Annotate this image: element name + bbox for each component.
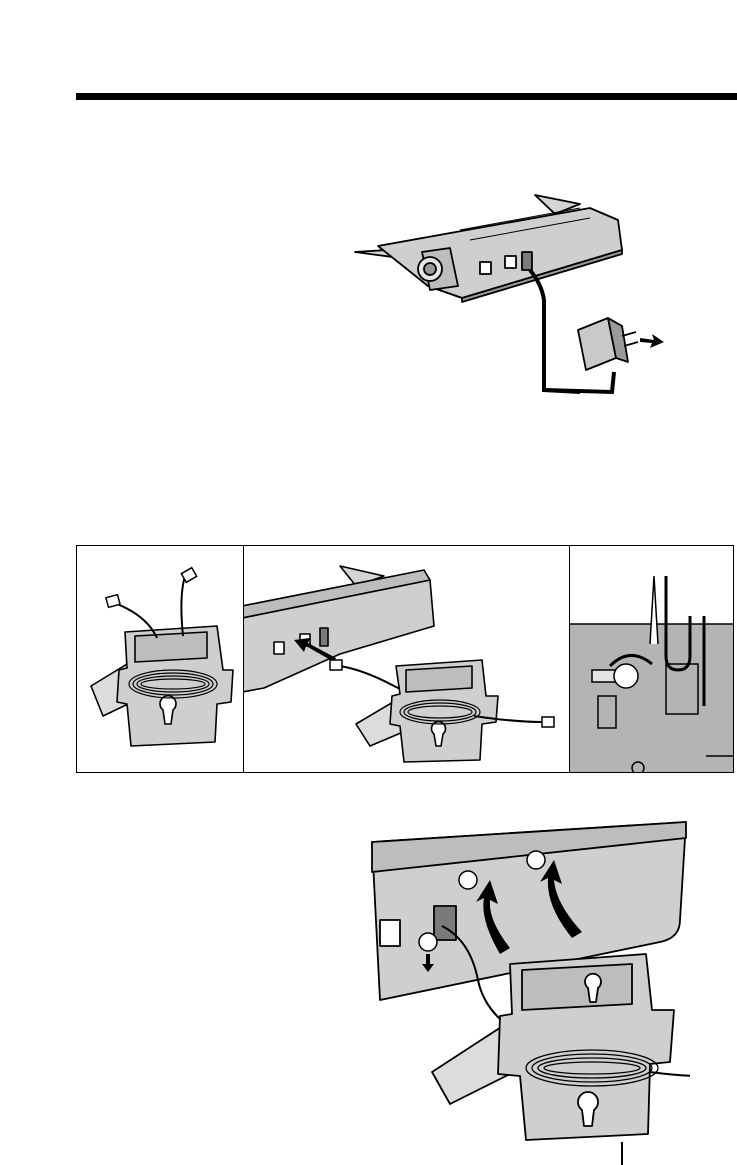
cord-to-base-icon — [244, 546, 569, 772]
plug-in-arrow-icon — [640, 334, 664, 348]
dc-cord — [530, 270, 580, 392]
ac-adaptor-icon — [578, 318, 638, 370]
wall-screw-hook-icon — [570, 546, 733, 772]
panel-cord-connected — [243, 546, 569, 772]
ac-adaptor-figure — [350, 190, 670, 415]
phone-base-icon — [355, 195, 622, 302]
panel-cord-wound — [77, 546, 243, 772]
attach-bracket-figure — [360, 820, 690, 1165]
bracket-with-cord-icon — [77, 546, 243, 772]
panel-wall-screw — [569, 546, 733, 772]
wall-mount-steps — [76, 545, 734, 773]
section-rule — [76, 93, 737, 100]
